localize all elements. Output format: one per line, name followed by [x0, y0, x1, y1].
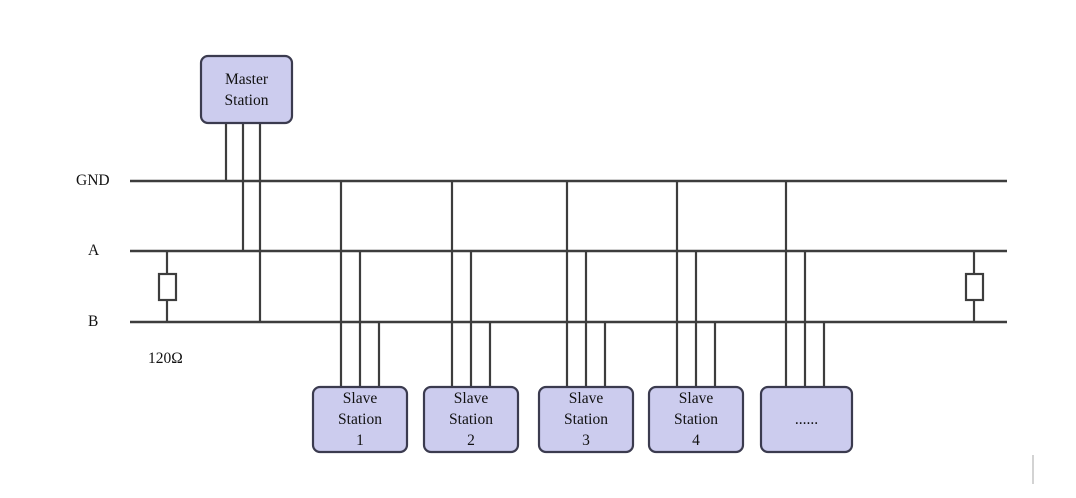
bus-label-b: B [88, 313, 99, 330]
bus-label-gnd: GND [76, 172, 110, 189]
slave-station-2-box[interactable] [422, 385, 520, 454]
slave-station-3-box[interactable] [537, 385, 635, 454]
slave-station-4-box[interactable] [647, 385, 745, 454]
slave-station-3-legs [565, 181, 607, 387]
slave-station-4-legs [675, 181, 717, 387]
left-terminator-resistor-body [157, 272, 178, 302]
bus-lines [130, 179, 1007, 324]
right-terminator-resistor-body [964, 272, 985, 302]
slave-station-more-legs [784, 181, 826, 387]
bus-label-a: A [88, 242, 100, 259]
slave-station-1-box[interactable] [311, 385, 409, 454]
left-terminator-value-label: 120Ω [148, 350, 183, 367]
slave-station-2-legs [450, 181, 492, 387]
slave-station-more-box[interactable] [759, 385, 854, 454]
left-terminator [157, 251, 178, 322]
master-station-legs [224, 123, 262, 322]
right-terminator [964, 251, 985, 322]
slave-station-1-legs [339, 181, 381, 387]
master-station-box[interactable] [199, 54, 294, 125]
